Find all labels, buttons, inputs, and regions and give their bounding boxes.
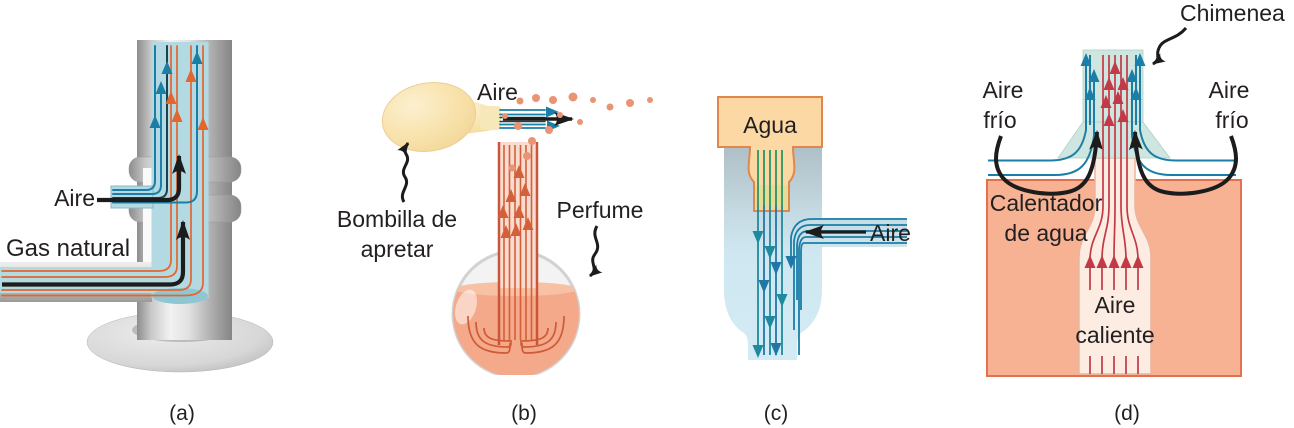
- flask-flat-bottom: [440, 375, 595, 384]
- label-aire-frio-left-2: frío: [983, 107, 1016, 133]
- panel-c-aspirator: Agua Aire (c): [717, 96, 911, 425]
- label-gas-natural: Gas natural: [6, 235, 130, 262]
- liquid-streamlines: [467, 315, 565, 354]
- label-chimenea: Chimenea: [1180, 0, 1285, 26]
- funnel-throat: [755, 185, 788, 210]
- label-perfume: Perfume: [557, 197, 644, 223]
- label-aire-frio-left-1: Aire: [983, 77, 1024, 103]
- caption-b: (b): [511, 402, 537, 425]
- label-bombilla-line2: apretar: [361, 236, 434, 262]
- cutaway-edge: [143, 168, 152, 262]
- label-bombilla-line1: Bombilla de: [337, 206, 457, 232]
- caption-a: (a): [169, 402, 195, 425]
- label-aire-a: Aire: [54, 185, 95, 211]
- label-aire-c: Aire: [870, 220, 911, 246]
- label-aire-caliente-2: caliente: [1075, 322, 1154, 348]
- gas-flow-black-arrow: [2, 220, 190, 287]
- cold-air-arrow-left: [994, 130, 1104, 196]
- label-aire-frio-right-2: frío: [1215, 107, 1248, 133]
- spray-droplets: [502, 92, 653, 172]
- label-calentador-2: de agua: [1004, 220, 1087, 246]
- panel-b-atomizer: Aire Bombilla de apretar Perfume (b): [337, 79, 653, 425]
- chimenea-pointer-arrow: [1152, 26, 1188, 66]
- chimney-stack: [1082, 49, 1144, 123]
- bombilla-pointer-arrow: [397, 142, 410, 203]
- air-flow-black-arrow: [97, 154, 186, 203]
- panel-a-bunsen-burner: Aire Gas natural (a): [0, 40, 274, 425]
- panel-d-chimney: Chimenea Aire frío Aire frío Calentador …: [983, 0, 1285, 425]
- label-calentador-1: Calentador: [990, 190, 1103, 216]
- caption-c: (c): [764, 402, 789, 425]
- label-aire-caliente-1: Aire: [1095, 292, 1136, 318]
- label-agua: Agua: [743, 112, 797, 138]
- squeeze-bulb: [381, 82, 501, 152]
- label-aire-b: Aire: [477, 79, 518, 105]
- perfume-pointer-arrow: [588, 225, 603, 278]
- caption-d: (d): [1114, 402, 1140, 425]
- label-aire-frio-right-1: Aire: [1209, 77, 1250, 103]
- cold-air-arrow-right: [1128, 130, 1238, 196]
